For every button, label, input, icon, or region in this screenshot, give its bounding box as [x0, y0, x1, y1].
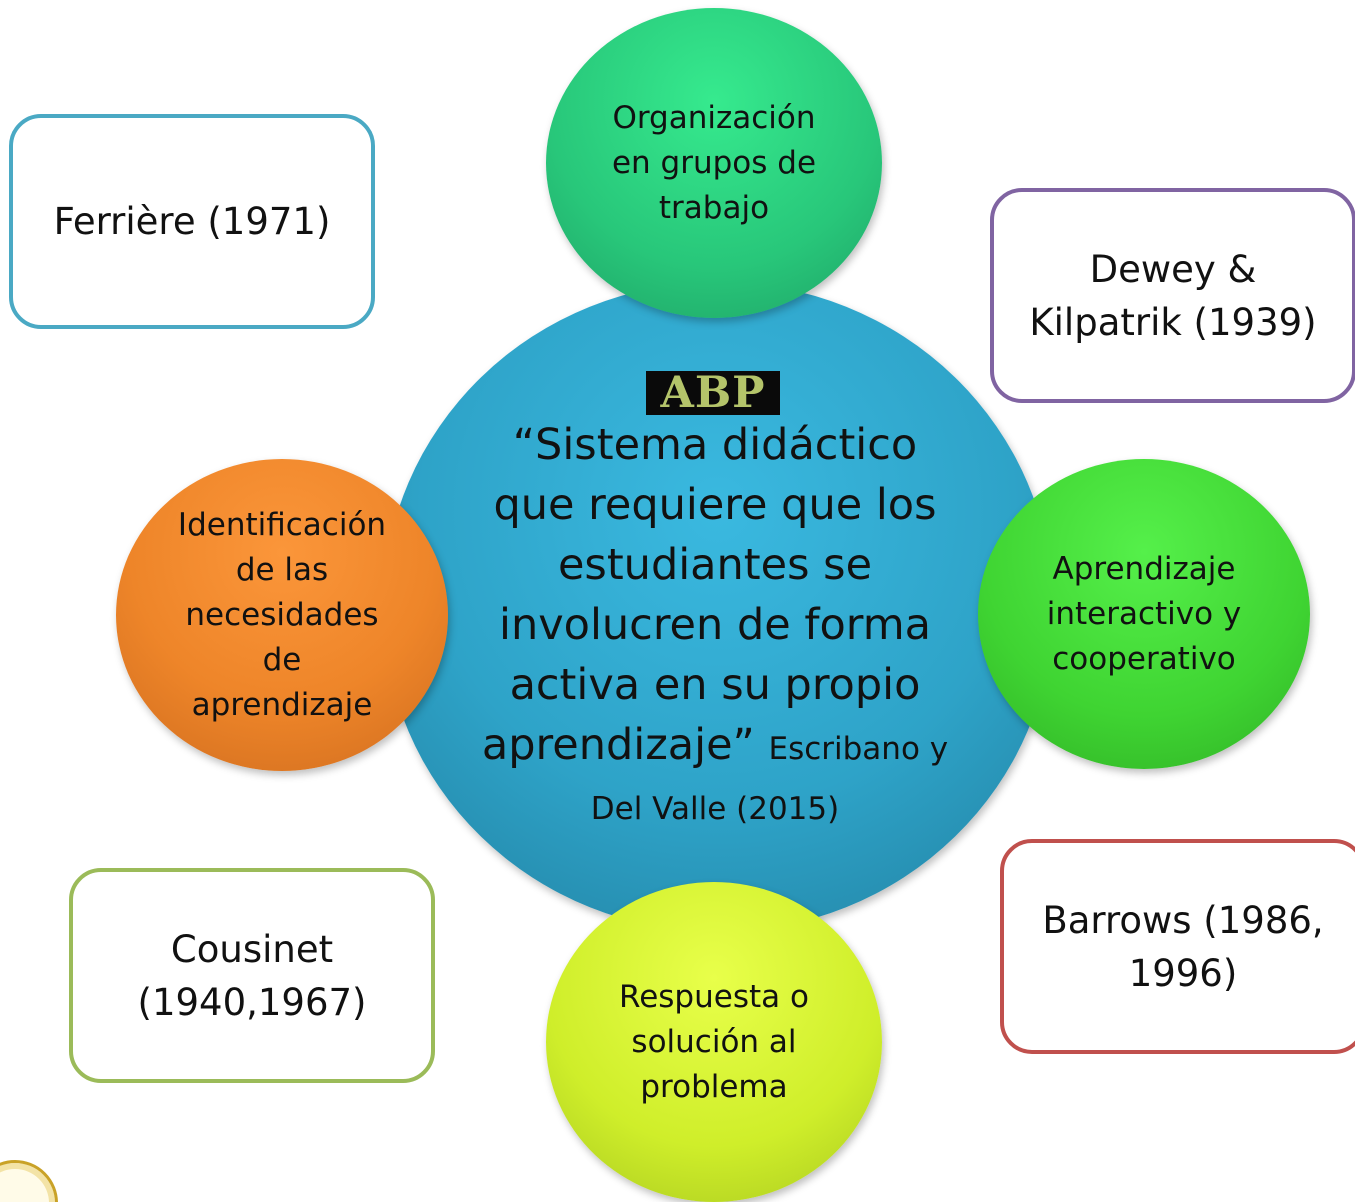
characteristic-label-interactive: Aprendizaje interactivo y cooperativo: [1046, 550, 1242, 677]
author-box-dewey-kilpatrik: Dewey & Kilpatrik (1939): [990, 188, 1355, 403]
definition-citation: Escribano y Del Valle (2015): [590, 731, 949, 827]
author-box-barrows: Barrows (1986, 1996): [1000, 839, 1355, 1054]
characteristic-circle-groups: Organización en grupos de trabajo: [546, 8, 882, 318]
abp-title-badge: ABP: [646, 371, 780, 415]
characteristic-label-needs: Identificación de las necesidades de apr…: [177, 506, 387, 723]
characteristic-label-groups: Organización en grupos de trabajo: [611, 99, 817, 226]
author-label-ferriere: Ferrière (1971): [53, 200, 331, 243]
characteristic-circle-solution: Respuesta o solución al problema: [546, 882, 882, 1202]
definition-quote: “Sistema didáctico que requiere que los …: [481, 420, 937, 770]
university-seal-icon: [0, 1160, 58, 1202]
author-label-dewey-kilpatrik: Dewey & Kilpatrik (1939): [1029, 247, 1317, 344]
characteristic-label-solution: Respuesta o solución al problema: [619, 978, 809, 1105]
abp-definition: “Sistema didáctico que requiere que los …: [470, 415, 960, 835]
characteristic-circle-needs: Identificación de las necesidades de apr…: [116, 459, 448, 771]
author-box-cousinet: Cousinet (1940,1967): [69, 868, 435, 1083]
author-box-ferriere: Ferrière (1971): [9, 114, 375, 329]
author-label-barrows: Barrows (1986, 1996): [1042, 898, 1324, 995]
author-label-cousinet: Cousinet (1940,1967): [137, 927, 367, 1024]
characteristic-circle-interactive: Aprendizaje interactivo y cooperativo: [978, 459, 1310, 769]
